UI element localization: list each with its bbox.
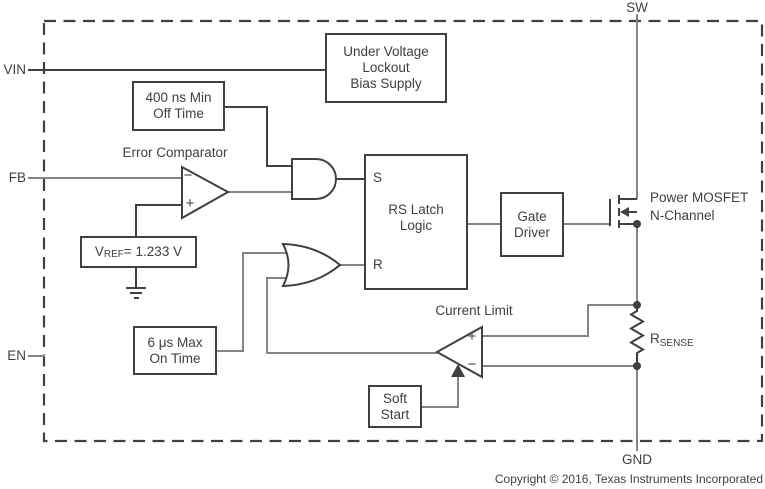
vref-to-comp-wire bbox=[135, 204, 182, 236]
soft-start-line1: Soft bbox=[382, 390, 407, 406]
rsense-symbol: R bbox=[650, 331, 660, 346]
current-limit-to-or-wire bbox=[266, 277, 437, 354]
junction-dot-rsense-bottom bbox=[633, 362, 641, 370]
vref-symbol: V bbox=[94, 244, 104, 259]
and-gate bbox=[291, 158, 337, 200]
current-limit-label: Current Limit bbox=[435, 303, 513, 318]
ic-boundary bbox=[42, 19, 764, 443]
max-on-time-line1: 6 μs Max bbox=[147, 334, 203, 350]
min-off-time-line2: Off Time bbox=[153, 106, 204, 121]
mosfet-body-arrow-icon bbox=[620, 207, 629, 217]
or-gate bbox=[281, 242, 342, 288]
current-limit-plus-sign: + bbox=[467, 328, 477, 345]
uvlo-block: Under Voltage Lockout Bias Supply bbox=[325, 33, 447, 103]
error-comparator-symbol bbox=[181, 165, 231, 220]
soft-start-arrow bbox=[451, 364, 465, 377]
power-mosfet-label-line2: N-Channel bbox=[650, 208, 715, 223]
soft-start-wire bbox=[422, 375, 459, 408]
min-off-time-block: 400 ns Min Off Time bbox=[132, 81, 225, 131]
rsense-label: RSENSE bbox=[650, 331, 694, 349]
soft-start-block: Soft Start bbox=[368, 385, 422, 428]
uvlo-label-line3: Bias Supply bbox=[350, 76, 422, 91]
pin-label-en: EN bbox=[7, 348, 26, 363]
power-mosfet-label-line1: Power MOSFET bbox=[650, 190, 749, 205]
vref-subscript: REF bbox=[103, 249, 124, 260]
nmos-symbol bbox=[609, 195, 637, 228]
pin-label-sw: SW bbox=[626, 0, 648, 15]
error-comparator-label: Error Comparator bbox=[122, 145, 228, 160]
latch-r-input-label: R bbox=[373, 257, 383, 272]
min-off-time-line1: 400 ns Min bbox=[145, 90, 212, 105]
current-limit-minus-sign: − bbox=[467, 356, 477, 373]
gate-driver-line2: Driver bbox=[514, 224, 550, 240]
current-limit-comparator-symbol bbox=[434, 325, 483, 379]
junction-dot-rsense-top bbox=[633, 301, 641, 309]
off-time-to-and-wire bbox=[225, 106, 292, 167]
soft-start-line2: Start bbox=[380, 406, 410, 422]
rsense-resistor bbox=[629, 305, 645, 366]
error-comp-plus-sign: + bbox=[185, 195, 195, 212]
gate-driver-block: Gate Driver bbox=[500, 192, 564, 257]
vref-value: = 1.233 V bbox=[123, 244, 183, 259]
rsense-subscript: SENSE bbox=[659, 338, 694, 349]
cl-plus-input-wire bbox=[482, 304, 637, 337]
uvlo-label-line1: Under Voltage bbox=[343, 44, 429, 59]
ground-symbol bbox=[126, 268, 146, 299]
latch-s-input-label: S bbox=[373, 170, 383, 185]
max-on-time-line2: On Time bbox=[149, 350, 201, 366]
on-time-to-or-wire bbox=[217, 252, 290, 352]
error-comp-minus-sign: − bbox=[183, 167, 193, 184]
gate-driver-line1: Gate bbox=[517, 208, 547, 224]
rs-latch-label-line1: RS Latch bbox=[388, 202, 444, 217]
max-on-time-block: 6 μs Max On Time bbox=[133, 326, 217, 375]
rs-latch-label-line2: Logic bbox=[399, 218, 433, 233]
rs-latch-block: S R RS Latch Logic bbox=[364, 154, 468, 290]
copyright-notice: Copyright © 2016, Texas Instruments Inco… bbox=[494, 472, 763, 486]
pin-label-vin: VIN bbox=[3, 62, 26, 77]
pin-label-fb: FB bbox=[8, 170, 26, 185]
pin-label-gnd: GND bbox=[622, 452, 652, 467]
junction-dot-source bbox=[633, 220, 641, 228]
uvlo-label-line2: Lockout bbox=[362, 60, 410, 75]
power-mosfet-label: Power MOSFET N-Channel bbox=[650, 189, 748, 225]
